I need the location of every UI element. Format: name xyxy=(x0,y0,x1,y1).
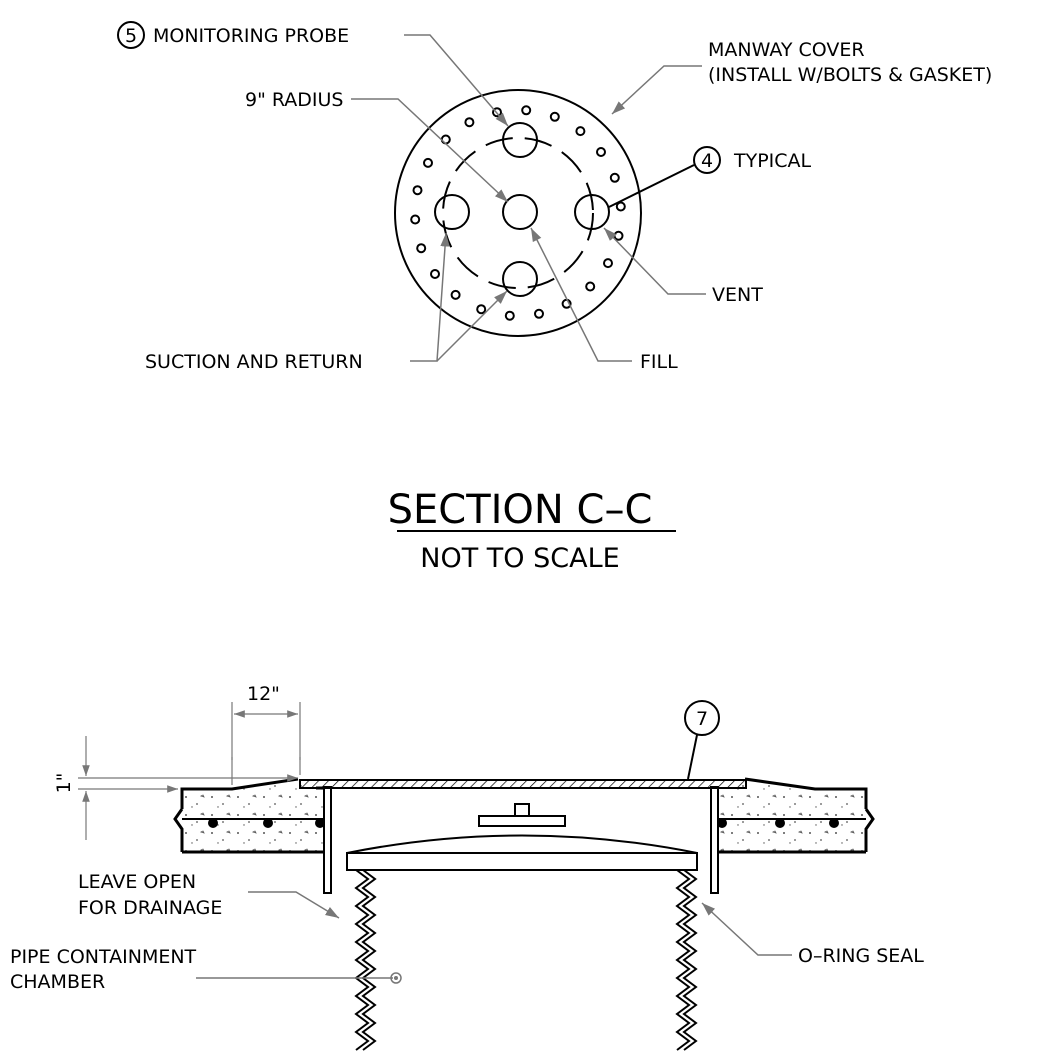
chamber-lid-rim xyxy=(346,852,698,871)
bolt-hole xyxy=(440,134,451,145)
pipe-containment-target-outer xyxy=(390,972,402,984)
right-corrugation-line xyxy=(682,869,698,1051)
left-skirt-wall xyxy=(323,786,332,894)
o-ring-seal-leader xyxy=(701,902,792,956)
leave-open-label-line2: FOR DRAINAGE xyxy=(78,897,222,919)
bolt-hole xyxy=(504,310,515,321)
lid-nut xyxy=(514,803,530,817)
bolt-hole-ring xyxy=(410,105,626,321)
callout-4-bubble xyxy=(693,146,721,174)
monitoring-probe-leader xyxy=(404,34,509,127)
bolt-hole xyxy=(412,185,423,196)
typical-label: TYPICAL xyxy=(733,150,812,172)
bolt-hole xyxy=(596,147,606,157)
bolt-hole xyxy=(615,201,626,212)
monitoring-probe-fitting xyxy=(502,122,538,158)
bolt-hole xyxy=(549,111,560,122)
right-corrugation-line xyxy=(675,869,691,1051)
right-chamber-wall xyxy=(675,869,698,1051)
manway-plan-view: 5 MONITORING PROBE MANWAY COVER (INSTALL… xyxy=(117,21,992,373)
bolt-hole xyxy=(430,269,440,279)
bolt-hole xyxy=(534,308,544,319)
bolt-hole xyxy=(423,157,433,168)
leave-open-leader xyxy=(248,891,340,919)
left-rebar-3 xyxy=(315,818,325,828)
fill-label: FILL xyxy=(640,351,678,373)
callout-7-bubble xyxy=(684,700,720,736)
manway-section-detail: 7 12" 1" LEAVE OPEN FOR DRAINAGE PIPE CO… xyxy=(10,683,924,1051)
manway-cover-outline xyxy=(394,89,642,337)
bolt-hole xyxy=(585,281,596,292)
left-concrete-slab xyxy=(175,779,324,852)
suction-fitting xyxy=(434,194,470,230)
manway-cover-label-line1: MANWAY COVER xyxy=(708,39,865,61)
callout-5-bubble xyxy=(117,21,145,49)
o-ring-seal-label: O–RING SEAL xyxy=(798,945,924,967)
right-concrete-slab xyxy=(718,779,873,852)
section-subtitle: NOT TO SCALE xyxy=(420,543,619,574)
bolt-hole xyxy=(609,172,620,183)
bolt-hole xyxy=(416,243,427,254)
fill-leader xyxy=(530,227,632,362)
callout-4-number: 4 xyxy=(701,150,713,172)
callout-7-number: 7 xyxy=(696,708,708,730)
manway-cover-label-line2: (INSTALL W/BOLTS & GASKET) xyxy=(708,64,992,86)
vent-fitting xyxy=(574,194,610,230)
monitoring-probe-label: MONITORING PROBE xyxy=(153,25,349,47)
bolt-hole xyxy=(464,117,475,128)
dim-12-text: 12" xyxy=(247,683,280,705)
dim-1-text: 1" xyxy=(53,773,75,794)
right-slab-top xyxy=(744,777,868,809)
left-rebar-2 xyxy=(263,818,273,828)
left-rebar-1 xyxy=(208,818,218,828)
right-rebar-3 xyxy=(829,818,839,828)
left-slab-top xyxy=(180,777,299,809)
section-title-block: SECTION C–C NOT TO SCALE xyxy=(388,487,676,574)
bolt-hole xyxy=(450,289,461,300)
bolt-hole xyxy=(476,304,487,315)
left-corrugation-line xyxy=(361,869,377,1051)
vent-leader xyxy=(603,227,706,295)
leave-open-label-line1: LEAVE OPEN xyxy=(78,871,196,893)
bolt-hole xyxy=(603,258,613,269)
pipe-containment-label-line2: CHAMBER xyxy=(10,971,105,993)
chamber-lid xyxy=(346,834,698,854)
bolt-hole xyxy=(575,126,586,137)
right-rebar-1 xyxy=(717,818,727,828)
return-fitting xyxy=(502,261,538,297)
pipe-containment-label-line1: PIPE CONTAINMENT xyxy=(10,946,197,968)
callout-7-leader xyxy=(687,734,698,780)
manway-cover-plate xyxy=(299,779,747,789)
radius-label: 9" RADIUS xyxy=(245,89,344,111)
suction-and-return-label: SUCTION AND RETURN xyxy=(145,351,363,373)
bolt-hole xyxy=(410,214,421,225)
pipe-containment-target-inner xyxy=(394,976,398,980)
manway-cover-leader xyxy=(611,65,702,115)
typical-leader xyxy=(608,164,695,208)
bolt-hole xyxy=(613,230,624,241)
right-slab-break xyxy=(864,808,875,852)
return-leader xyxy=(436,290,508,362)
fill-fitting xyxy=(502,194,538,230)
left-slab-break xyxy=(173,808,184,852)
callout-5-number: 5 xyxy=(125,25,137,47)
lid-cap xyxy=(478,815,566,827)
radius-leader xyxy=(351,98,509,203)
left-chamber-wall xyxy=(354,869,377,1051)
left-corrugation-line xyxy=(354,869,370,1051)
right-rebar-2 xyxy=(775,818,785,828)
right-skirt-wall xyxy=(710,786,719,894)
vent-label: VENT xyxy=(712,284,763,306)
section-title: SECTION C–C xyxy=(388,487,653,533)
bolt-circle-9in-radius xyxy=(442,137,594,289)
bolt-hole xyxy=(521,105,532,116)
